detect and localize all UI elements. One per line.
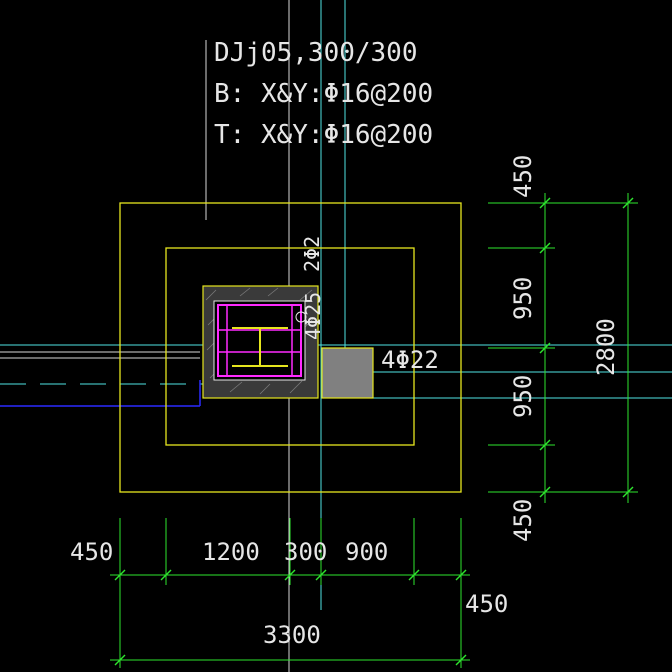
column-rebar-label-a: 4Φ25 <box>301 292 325 340</box>
vertical-dimensions <box>488 193 638 503</box>
stub-rebar-label: 4Φ22 <box>381 346 439 374</box>
dim-text-h-2: 300 <box>284 538 327 566</box>
column-stirrup-outer <box>217 304 302 377</box>
dim-text-v-total: 2800 <box>592 318 620 376</box>
annotation-texts: DJj05,300/300 B: X&Y:Φ16@200 T: X&Y:Φ16@… <box>70 38 620 649</box>
bottom-rebar-label: B: X&Y:Φ16@200 <box>214 79 433 109</box>
foundation-inner-step <box>165 247 415 446</box>
column-inner-frame <box>232 327 288 367</box>
dim-text-h-right: 450 <box>465 590 508 618</box>
dim-ticks-horizontal <box>114 569 467 666</box>
foundation-id-label: DJj05,300/300 <box>214 38 418 68</box>
foundation-outlines <box>119 202 462 493</box>
dim-text-v-3: 450 <box>509 499 537 542</box>
dim-text-h-3: 900 <box>345 538 388 566</box>
dim-text-v-2: 950 <box>509 375 537 418</box>
dim-text-h-total: 3300 <box>263 621 321 649</box>
top-rebar-label: T: X&Y:Φ16@200 <box>214 120 433 150</box>
column-section-symbol <box>295 311 307 323</box>
column-section <box>202 285 319 399</box>
foundation-outer-step <box>119 202 462 493</box>
dim-text-h-0: 450 <box>70 538 113 566</box>
dim-text-h-1: 1200 <box>202 538 260 566</box>
column-rebar-label-b: 2Φ2 <box>300 236 324 272</box>
dim-text-v-0: 450 <box>509 155 537 198</box>
stub-column <box>321 347 374 399</box>
dim-ticks-vertical <box>539 197 634 498</box>
horizontal-dimensions <box>110 518 470 668</box>
dim-text-v-1: 950 <box>509 277 537 320</box>
beam-lines <box>0 351 201 407</box>
axis-lines <box>0 0 672 610</box>
